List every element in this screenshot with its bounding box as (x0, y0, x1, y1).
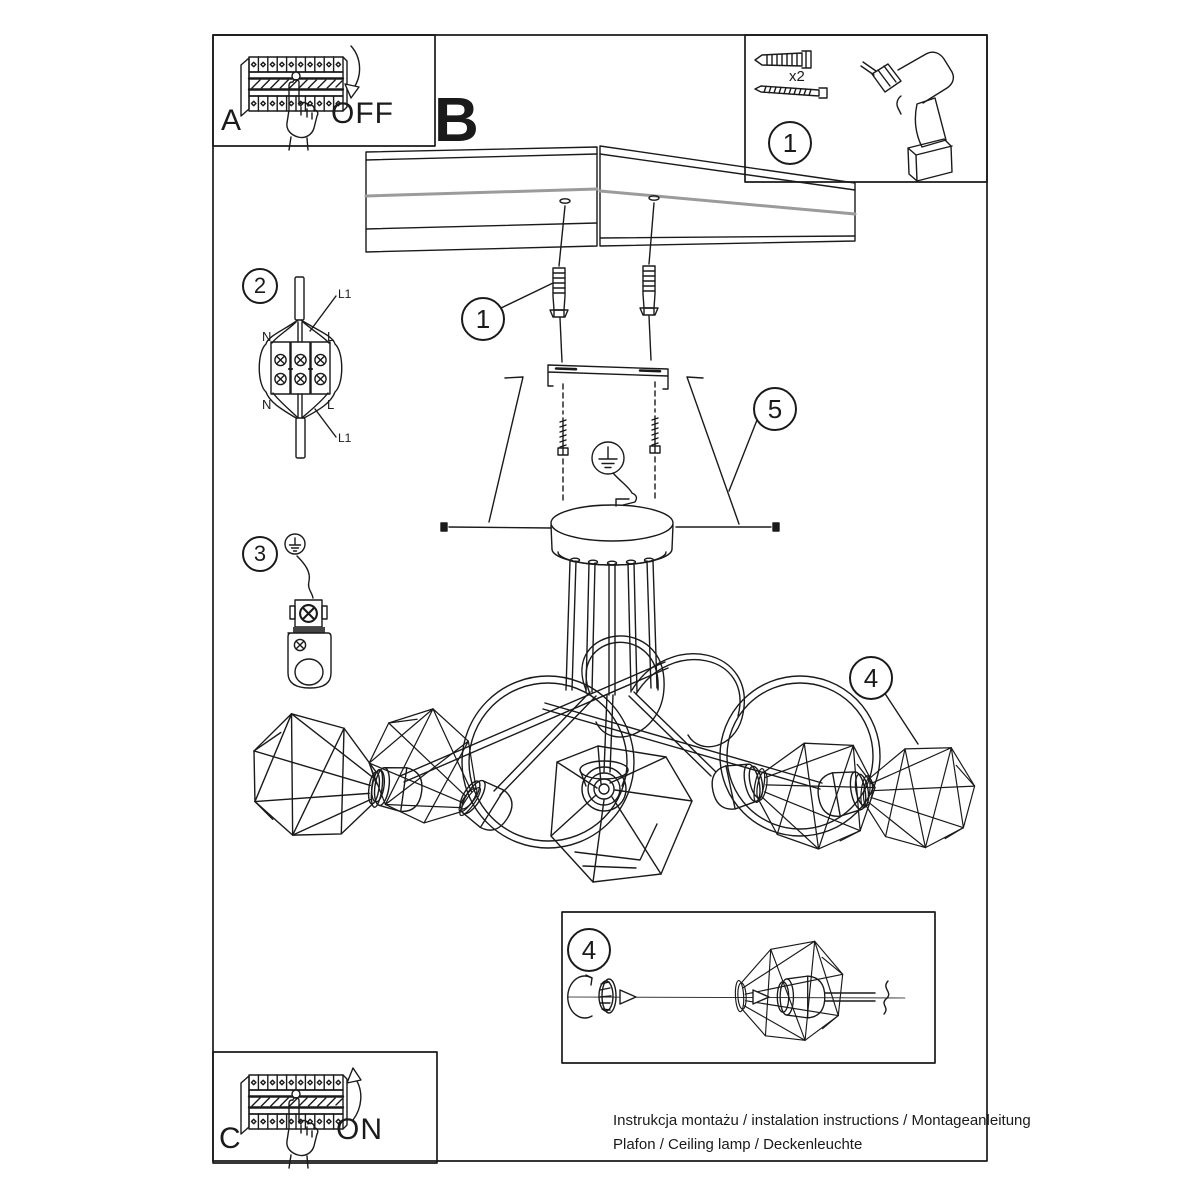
curved-arrow-down-icon (350, 45, 361, 90)
l1-bottom-label: L1 (338, 431, 352, 445)
terminal-n-bottom-label: N (262, 397, 272, 412)
ground-clamp-illustration (284, 533, 332, 689)
drill-icon (860, 51, 955, 182)
cage-shade-center (550, 745, 693, 883)
step-a-label: A (221, 104, 242, 137)
mounting-bracket-illustration (440, 364, 780, 532)
canopy-illustration (550, 498, 674, 566)
on-label: ON (336, 1113, 383, 1146)
step-c-box (212, 1051, 438, 1164)
terminal-l-top-label: L (327, 329, 335, 344)
terminal-block-diagram (258, 276, 343, 459)
breaker-panel-off-illustration (239, 45, 361, 151)
chandelier-illustration (242, 560, 979, 883)
step-c-label: C (219, 1122, 241, 1155)
canopy-callout-leader (728, 419, 758, 492)
terminal-l-bottom-label: L (327, 397, 335, 412)
anchor-quantity-label: x2 (789, 68, 805, 85)
wall-anchors-illustration (498, 202, 659, 363)
shade-callout-leader (883, 691, 919, 745)
parts-box (744, 34, 988, 183)
step-a-box (212, 34, 436, 147)
earth-ground-icon (591, 441, 638, 506)
cable-squiggle-icon (883, 980, 890, 1015)
callout-anchors-1: 1 (461, 297, 505, 341)
breaker-panel-on-illustration (239, 1067, 362, 1169)
callout-canopy-5: 5 (753, 387, 797, 431)
callout-wiring-2: 2 (242, 268, 278, 304)
wall-plug-icon (754, 50, 812, 69)
terminal-n-top-label: N (262, 329, 272, 344)
shade-assembly-detail (567, 939, 906, 1045)
off-label: OFF (331, 97, 394, 130)
cage-shade-left (348, 692, 506, 847)
callout-parts-1: 1 (768, 121, 812, 165)
ceiling-planks-illustration (364, 145, 857, 253)
cage-shade-far-right (855, 738, 979, 853)
callout-detail-4: 4 (567, 928, 611, 972)
callout-shade-4: 4 (849, 656, 893, 700)
cage-shade-far-left (242, 708, 392, 848)
footer-product-line: Plafon / Ceiling lamp / Deckenleuchte (613, 1136, 863, 1153)
page-border (212, 34, 988, 1162)
l1-top-label: L1 (338, 287, 352, 301)
footer-instructions-line: Instrukcja montażu / instalation instruc… (613, 1112, 1031, 1129)
anchor-callout-leader (498, 282, 554, 310)
callout-ground-3: 3 (242, 536, 278, 572)
screw-icon (754, 85, 828, 99)
step-b-label: B (434, 86, 479, 155)
l1-leader-lines (309, 295, 337, 438)
shade-detail-box (561, 911, 936, 1064)
